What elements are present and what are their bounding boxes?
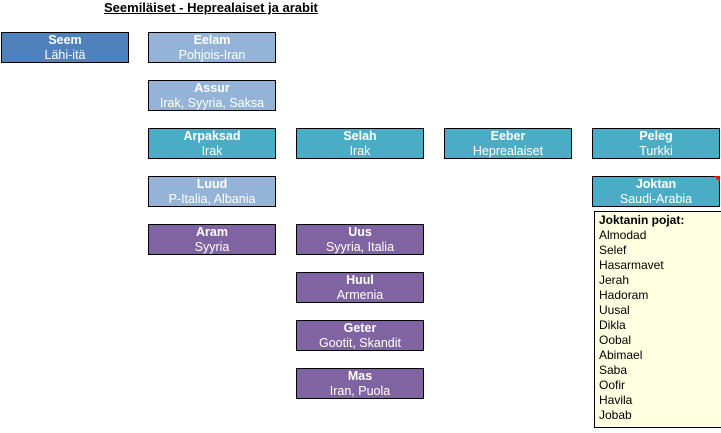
comment-item: Jerah (599, 273, 630, 287)
comment-item: Uusal (599, 303, 630, 317)
box-assur[interactable]: Assur Irak, Syyria, Saksa (148, 80, 276, 111)
box-place: Irak (349, 144, 371, 158)
comment-heading: Joktanin pojat: (599, 213, 685, 227)
box-place: Lähi-itä (44, 48, 86, 62)
comment-box: Joktanin pojat: Almodad Selef Hasarmavet… (594, 211, 721, 428)
box-place: Syyria, Italia (325, 240, 395, 254)
box-place: Pohjois-Iran (178, 48, 246, 62)
box-eelam[interactable]: Eelam Pohjois-Iran (148, 32, 276, 63)
comment-item: Saba (599, 363, 628, 377)
box-place: Turkki (639, 144, 673, 158)
box-eeber[interactable]: Eeber Heprealaiset (444, 128, 572, 159)
comment-item: Havila (599, 393, 633, 407)
box-name: Peleg (639, 129, 673, 143)
box-name: Huul (346, 273, 374, 287)
box-mas[interactable]: Mas Iran, Puola (296, 368, 424, 399)
box-selah[interactable]: Selah Irak (296, 128, 424, 159)
box-name: Arpaksad (183, 129, 241, 143)
comment-item: Jobab (599, 408, 632, 422)
comment-indicator[interactable] (714, 176, 720, 182)
box-name: Assur (194, 81, 230, 95)
comment-item: Abimael (599, 348, 643, 362)
box-place: Irak, Syyria, Saksa (159, 96, 265, 110)
box-place: Gootit, Skandit (319, 336, 401, 350)
box-name: Mas (347, 369, 373, 383)
box-name: Uus (348, 225, 372, 239)
box-peleg[interactable]: Peleg Turkki (592, 128, 720, 159)
box-luud[interactable]: Luud P-Italia, Albania (148, 176, 276, 207)
box-name: Selah (343, 129, 377, 143)
box-place: Armenia (336, 288, 384, 302)
box-name: Luud (196, 177, 228, 191)
box-place: Iran, Puola (329, 384, 391, 398)
comment-item: Oofir (599, 378, 626, 392)
comment-item: Almodad (599, 228, 647, 242)
box-name: Eelam (193, 33, 231, 47)
box-seem[interactable]: Seem Lähi-itä (1, 32, 129, 63)
box-name: Geter (343, 321, 377, 335)
box-place: Saudi-Arabia (619, 192, 693, 206)
page-title: Seemiläiset - Heprealaiset ja arabit (104, 0, 318, 15)
box-place: P-Italia, Albania (168, 192, 256, 206)
box-geter[interactable]: Geter Gootit, Skandit (296, 320, 424, 351)
box-arpaksad[interactable]: Arpaksad Irak (148, 128, 276, 159)
comment-item: Selef (599, 243, 627, 257)
box-place: Syyria (194, 240, 230, 254)
box-joktan[interactable]: Joktan Saudi-Arabia (592, 176, 720, 207)
box-name: Eeber (490, 129, 526, 143)
box-place: Heprealaiset (472, 144, 544, 158)
box-aram[interactable]: Aram Syyria (148, 224, 276, 255)
box-name: Aram (196, 225, 228, 239)
box-place: Irak (201, 144, 223, 158)
comment-item: Hadoram (599, 288, 649, 302)
comment-item: Oobal (599, 333, 632, 347)
box-huul[interactable]: Huul Armenia (296, 272, 424, 303)
box-name: Seem (48, 33, 82, 47)
box-uus[interactable]: Uus Syyria, Italia (296, 224, 424, 255)
comment-item: Hasarmavet (599, 258, 664, 272)
box-name: Joktan (635, 177, 677, 191)
comment-item: Dikla (599, 318, 626, 332)
